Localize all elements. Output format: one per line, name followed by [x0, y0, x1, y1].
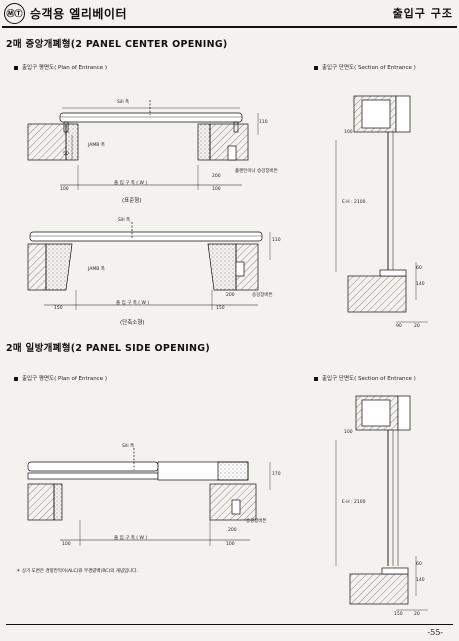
- label-hall-indicator: 홀랜턴이나 승강장버튼: [235, 169, 278, 174]
- sub-caption-standard: (표준형): [122, 198, 142, 204]
- label-200-c: 200: [228, 528, 237, 533]
- logo-text: ⓂⓉ: [6, 8, 23, 18]
- plan-caption-2: 출입구 평면도( Plan of Entrance ): [14, 374, 107, 382]
- label-sill-2: Sill 폭: [118, 218, 131, 223]
- label-110-a: 110: [259, 120, 268, 125]
- label-jamb-1: JAMB 폭: [88, 143, 105, 148]
- label-90: 90: [396, 324, 402, 329]
- section-title-side-opening: 2매 일방개폐형(2 PANEL SIDE OPENING): [6, 343, 211, 354]
- section-caption-2-text: 출입구 단면도( Section of Entrance ): [322, 376, 416, 382]
- label-100-a: 100: [60, 187, 69, 192]
- section-drawing-1: [335, 95, 428, 323]
- label-100-e: 100: [226, 542, 235, 547]
- label-20-b: 20: [414, 612, 420, 617]
- plan-drawing-standard: [27, 100, 259, 190]
- label-60-a: 60: [416, 266, 422, 271]
- label-200-a: 200: [212, 174, 221, 179]
- label-eh-2: E·H : 2100: [342, 500, 366, 505]
- plan-drawing-side: [27, 448, 271, 546]
- sub-caption-compact: (단축소형): [120, 320, 145, 326]
- section-caption-1: 출입구 단면도( Section of Entrance ): [314, 63, 416, 71]
- page-header: ⓂⓉ 승객용 엘리베이터 출입구 구조: [0, 0, 459, 26]
- label-60-b: 60: [416, 562, 422, 567]
- label-100-c: 100: [344, 130, 353, 135]
- plan-caption-1-text: 출입구 평면도( Plan of Entrance ): [22, 65, 108, 71]
- company-logo: ⓂⓉ: [4, 3, 25, 24]
- page-number: -55-: [427, 628, 443, 637]
- label-entrance-width-3: 출 입 구 폭 ( W ): [114, 536, 148, 541]
- section-caption-2: 출입구 단면도( Section of Entrance ): [314, 374, 416, 382]
- label-100-b: 100: [212, 187, 221, 192]
- footer-rule: [6, 624, 453, 625]
- label-20-a: 20: [414, 324, 420, 329]
- plan-caption-1: 출입구 평면도( Plan of Entrance ): [14, 63, 107, 71]
- label-150-c: 150: [394, 612, 403, 617]
- label-140-a: 140: [416, 282, 425, 287]
- label-sill-3: Sill 폭: [122, 444, 135, 449]
- label-150-b: 150: [216, 306, 225, 311]
- label-150-a: 150: [54, 306, 63, 311]
- footnote: ＊ 상기 도면은 경량칸막이(ALC)와 무경량벽(RC)의 개념입니다.: [16, 569, 138, 574]
- label-hall-button: 승강장버튼: [252, 293, 273, 298]
- category-title: 출입구 구조: [392, 7, 453, 20]
- plan-drawing-compact: [27, 222, 271, 310]
- label-sill-1: Sill 폭: [117, 100, 130, 105]
- label-200-b: 200: [226, 293, 235, 298]
- label-entrance-width-1: 출 입 구 폭 ( W ): [114, 181, 148, 186]
- label-100-d: 100: [62, 542, 71, 547]
- plan-caption-2-text: 출입구 평면도( Plan of Entrance ): [22, 376, 108, 382]
- label-jamb-2: JAMB 폭: [88, 267, 105, 272]
- section-drawing-2: [335, 395, 428, 611]
- label-100-f: 100: [344, 430, 353, 435]
- label-140-b: 140: [416, 578, 425, 583]
- label-hall-button-2: 승강장버튼: [246, 519, 267, 524]
- brand-title: 승객용 엘리베이터: [30, 7, 127, 21]
- label-eh-1: E·H : 2100: [342, 200, 366, 205]
- label-entrance-width-2: 출 입 구 폭 ( W ): [116, 301, 150, 306]
- header-rule: [2, 26, 457, 28]
- label-110-b: 110: [272, 238, 281, 243]
- label-170: 170: [272, 472, 281, 477]
- section-title-center-opening: 2매 중앙개폐형(2 PANEL CENTER OPENING): [6, 39, 228, 50]
- label-50-a: 50: [63, 152, 69, 157]
- section-caption-1-text: 출입구 단면도( Section of Entrance ): [322, 65, 416, 71]
